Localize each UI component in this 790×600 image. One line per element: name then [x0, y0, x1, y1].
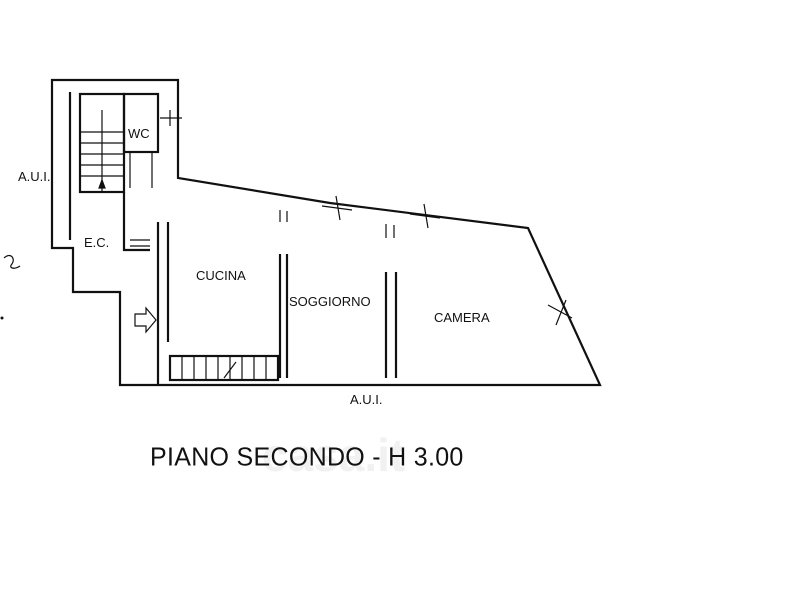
watermark-logo: casa.it	[262, 429, 406, 481]
outer-wall	[50, 78, 602, 387]
window-camera-right	[547, 299, 573, 326]
room-label-soggiorno: SOGGIORNO	[289, 294, 371, 309]
corridor-wall	[122, 192, 150, 252]
entrance-arrow-icon	[134, 306, 157, 334]
stray-dot	[0, 316, 4, 320]
staircase-steps	[80, 110, 124, 192]
wc-window	[160, 110, 182, 126]
corridor-door-mark	[130, 239, 150, 247]
plan-caption: PIANO SECONDO - H 3.00	[150, 442, 464, 472]
room-label-ec: E.C.	[84, 235, 109, 250]
neighbor-label-left: A.U.I.	[18, 169, 51, 184]
top-wall-piers	[279, 210, 395, 238]
neighbor-label-bottom: A.U.I.	[350, 392, 383, 407]
partition-cucina-soggiorno	[278, 254, 289, 378]
room-label-wc: WC	[128, 126, 150, 141]
wc-walls	[122, 92, 160, 154]
window-soggiorno	[321, 195, 353, 221]
internal-stair	[168, 354, 280, 382]
room-label-camera: CAMERA	[434, 310, 490, 325]
internal-stair-steps	[181, 356, 267, 380]
window-camera	[409, 203, 441, 229]
partition-soggiorno-camera	[384, 272, 398, 378]
wc-door	[129, 152, 153, 188]
room-label-cucina: CUCINA	[196, 268, 246, 283]
north-mark	[3, 254, 21, 269]
